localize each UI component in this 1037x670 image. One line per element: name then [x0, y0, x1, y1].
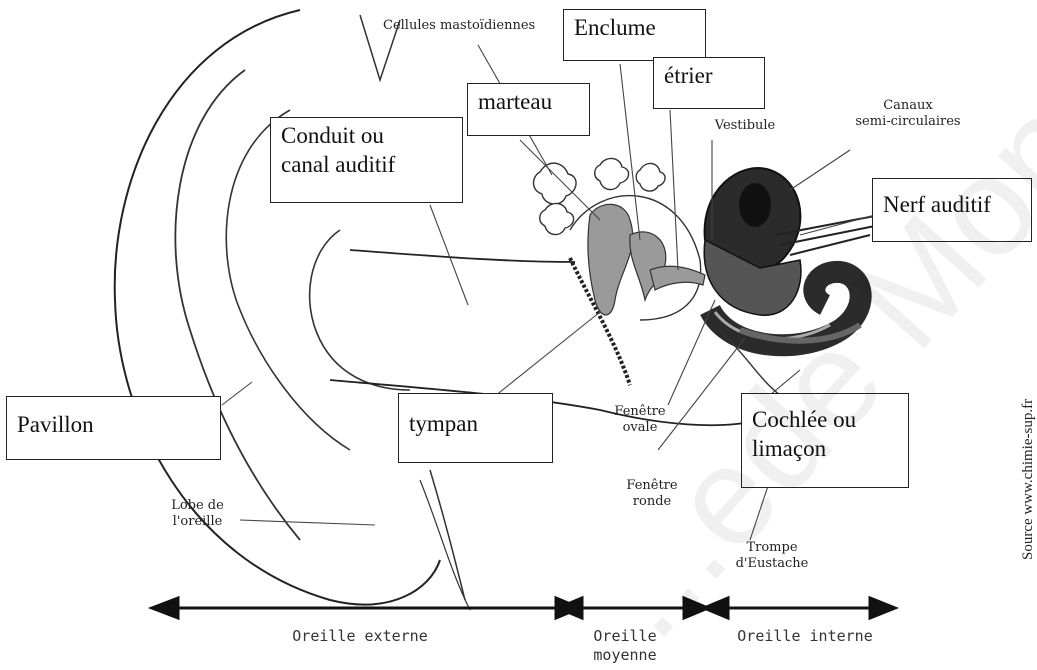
mastoid-cell	[636, 163, 665, 191]
trompe-line2: d'Eustache	[722, 556, 822, 572]
cochlee-line1: Cochlée ou	[752, 406, 898, 435]
pointer-conduit	[430, 205, 468, 305]
mastoid-cell	[540, 203, 574, 234]
malleus	[588, 204, 633, 315]
cochlee-line2: limaçon	[752, 435, 898, 464]
label-fenetre-ovale: Fenêtre ovale	[600, 404, 680, 435]
conduit-line1: Conduit ou	[281, 122, 452, 151]
label-fenetre-ronde: Fenêtre ronde	[612, 478, 692, 509]
label-nerf-auditif: Nerf auditif	[872, 178, 1032, 242]
source-credit: Source www.chimie-sup.fr	[1020, 399, 1037, 560]
moyenne-line1: Oreille	[570, 627, 680, 646]
fenetre-ovale-line1: Fenêtre	[600, 404, 680, 420]
incus	[630, 232, 666, 300]
fenetre-ovale-line2: ovale	[600, 420, 680, 436]
pointer-tympan	[490, 312, 600, 400]
arrowhead-left	[152, 598, 178, 618]
mastoid-cell	[534, 163, 577, 204]
lobe-line	[430, 470, 465, 600]
label-tympan: tympan	[398, 393, 553, 463]
pointer-etrier	[670, 110, 678, 270]
label-cochlee-limacon: Cochlée ou limaçon	[741, 393, 909, 488]
pointer-canaux	[790, 150, 850, 190]
pointer-fenetre-ovale	[668, 300, 715, 405]
region-oreille-interne: Oreille interne	[715, 627, 895, 646]
label-etrier: étrier	[653, 57, 765, 109]
canaux-line1: Canaux	[838, 98, 978, 114]
pointer-trompe	[750, 480, 770, 540]
label-vestibule: Vestibule	[700, 118, 790, 134]
region-arrows	[152, 598, 895, 618]
arrowhead-right	[870, 598, 895, 618]
lobe-line2: l'oreille	[150, 514, 245, 530]
conduit-line2: canal auditif	[281, 151, 452, 180]
fenetre-ronde-line1: Fenêtre	[612, 478, 692, 494]
label-canaux-semi-circulaires: Canaux semi-circulaires	[838, 98, 978, 129]
label-lobe: Lobe de l'oreille	[150, 498, 245, 529]
moyenne-line2: moyenne	[570, 646, 680, 665]
pointer-lobe	[240, 520, 375, 525]
canaux-line2: semi-circulaires	[838, 114, 978, 130]
label-pavillon: Pavillon	[6, 396, 221, 460]
region-oreille-moyenne: Oreille moyenne	[570, 627, 680, 665]
region-oreille-externe: Oreille externe	[250, 627, 470, 646]
pointer-nerf	[800, 215, 875, 235]
lobe-line1: Lobe de	[150, 498, 245, 514]
ear-canal-top	[350, 250, 575, 262]
pointer-pavillon	[222, 382, 252, 405]
label-conduit-auditif: Conduit ou canal auditif	[270, 117, 463, 203]
label-cellules-mastoidiennes: Cellules mastoïdiennes	[383, 18, 535, 34]
mastoid-cell	[595, 158, 629, 189]
pointer-cochlee	[770, 370, 800, 395]
label-marteau: marteau	[467, 83, 590, 136]
label-trompe-eustache: Trompe d'Eustache	[722, 540, 822, 571]
arrowhead-interne-left	[704, 598, 728, 618]
canal-hole	[739, 183, 771, 227]
label-enclume: Enclume	[563, 9, 706, 61]
trompe-line1: Trompe	[722, 540, 822, 556]
fenetre-ronde-line2: ronde	[612, 494, 692, 510]
